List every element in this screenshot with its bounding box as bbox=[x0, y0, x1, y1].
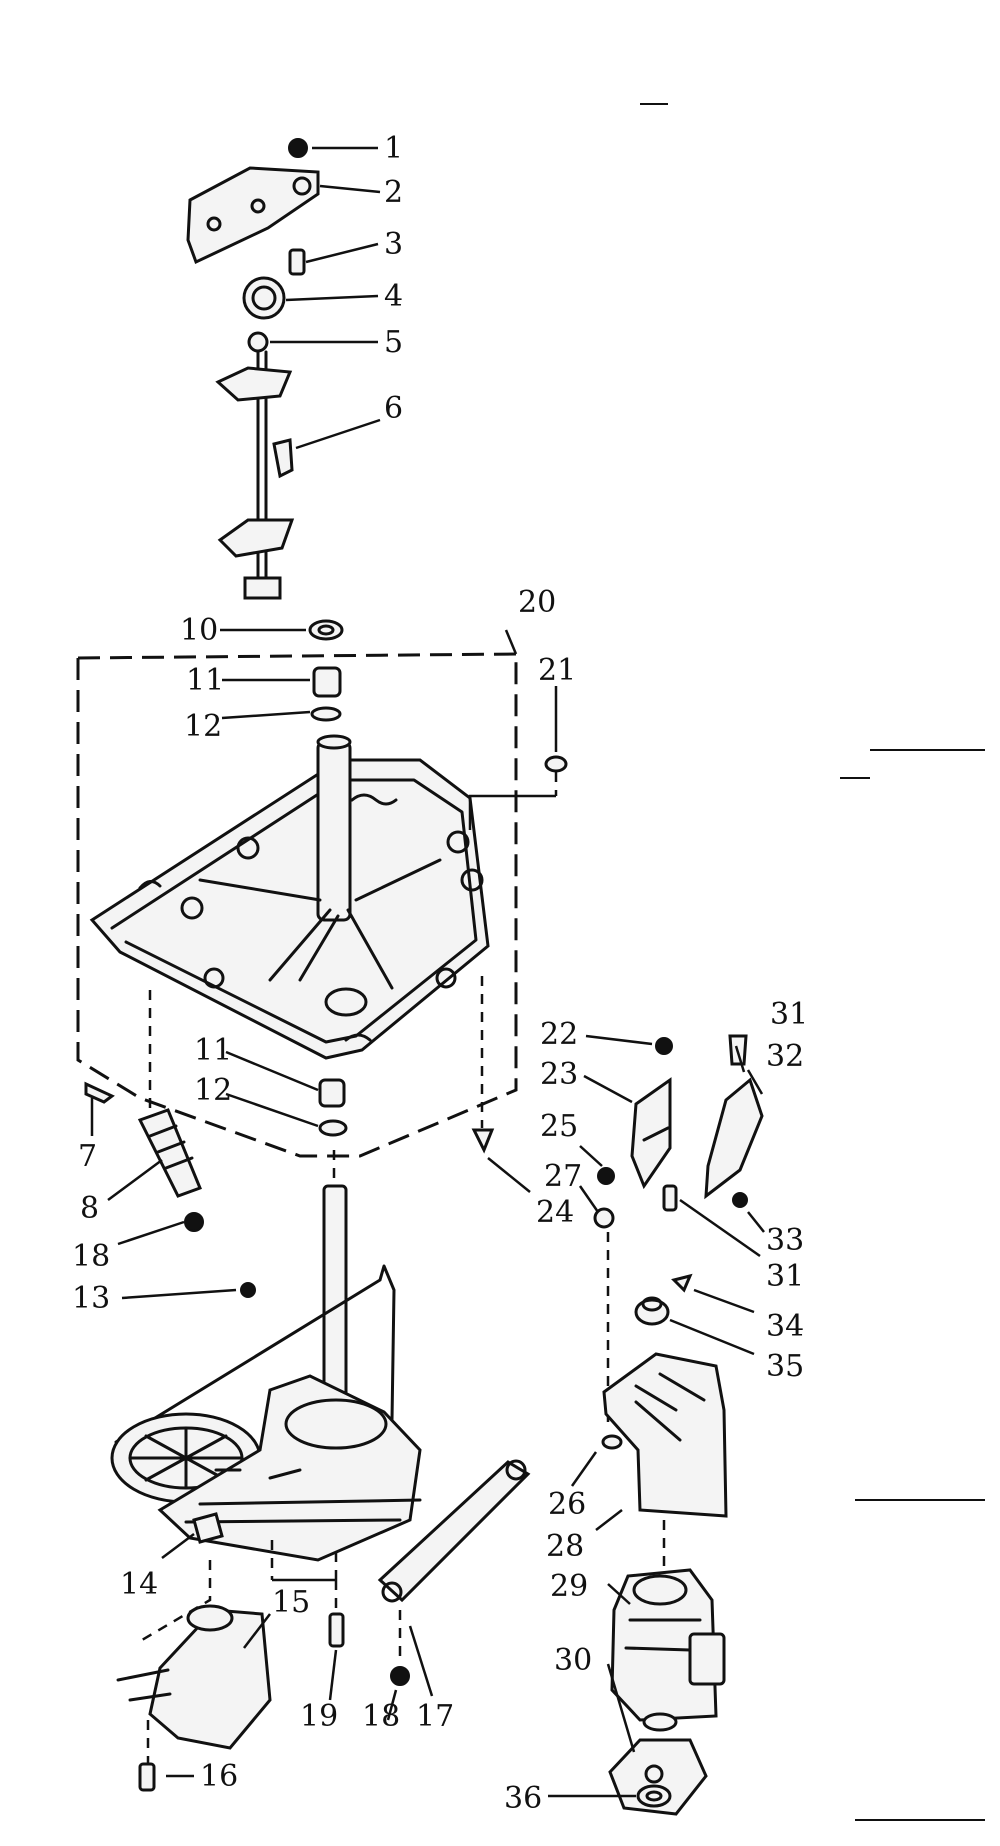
callout-18-left: 18 bbox=[72, 1239, 110, 1274]
callout-8: 8 bbox=[80, 1191, 99, 1226]
part-25-nut bbox=[597, 1167, 615, 1185]
part-6-screw bbox=[272, 438, 294, 479]
part-18-nut-left bbox=[184, 1212, 204, 1232]
callout-28: 28 bbox=[546, 1529, 584, 1564]
base-plate bbox=[89, 734, 490, 1060]
callout-1: 1 bbox=[384, 131, 403, 166]
callout-6: 6 bbox=[384, 391, 403, 426]
callout-3: 3 bbox=[384, 227, 403, 262]
part-29-motor bbox=[610, 1520, 726, 1732]
part-18-nut-right bbox=[390, 1610, 410, 1686]
callout-4: 4 bbox=[384, 279, 403, 314]
callout-34: 34 bbox=[766, 1309, 804, 1344]
scan-edge-marks bbox=[640, 103, 985, 1821]
callout-35: 35 bbox=[766, 1349, 804, 1384]
part-3-screw bbox=[288, 248, 306, 276]
callout-13: 13 bbox=[72, 1281, 110, 1316]
part-11-bearing-lower bbox=[318, 1078, 346, 1108]
callout-16: 16 bbox=[200, 1759, 238, 1794]
part-11-bearing-upper bbox=[312, 666, 342, 698]
part-28-motor-cover bbox=[602, 1352, 728, 1518]
part-23-bracket bbox=[630, 1077, 672, 1190]
part-27-washer bbox=[593, 1207, 615, 1229]
callout-17: 17 bbox=[416, 1699, 454, 1734]
callout-14: 14 bbox=[120, 1567, 158, 1602]
callout-19: 19 bbox=[300, 1699, 338, 1734]
part-19-screw bbox=[328, 1580, 345, 1648]
part-26-washer bbox=[601, 1434, 623, 1450]
callout-11-upper: 11 bbox=[186, 663, 224, 698]
part-24-foot bbox=[471, 976, 495, 1154]
part-5-shaft-assembly bbox=[215, 331, 295, 600]
callout-30: 30 bbox=[554, 1643, 592, 1678]
part-32-bracket bbox=[704, 1077, 764, 1200]
callout-12-upper: 12 bbox=[184, 709, 222, 744]
part-2-bracket bbox=[186, 166, 320, 265]
part-15-pump bbox=[116, 1560, 272, 1750]
callout-24: 24 bbox=[536, 1195, 574, 1230]
part-35-coupling bbox=[634, 1296, 670, 1326]
callout-20: 20 bbox=[518, 585, 556, 620]
callout-29: 29 bbox=[550, 1569, 588, 1604]
callout-23: 23 bbox=[540, 1057, 578, 1092]
part-36-washer bbox=[636, 1784, 672, 1808]
part-12-washer-lower bbox=[318, 1119, 348, 1137]
callout-labels: 1 2 3 4 5 6 7 8 10 11 11 12 12 13 14 15 … bbox=[72, 131, 808, 1816]
part-16-screw bbox=[138, 1720, 156, 1792]
assembly-20-outline bbox=[76, 652, 518, 1158]
part-22-nut bbox=[655, 1037, 673, 1055]
callout-22: 22 bbox=[540, 1017, 578, 1052]
callout-26: 26 bbox=[548, 1487, 586, 1522]
part-12-washer-upper bbox=[310, 706, 342, 722]
callout-31-lower: 31 bbox=[766, 1259, 804, 1294]
transmission-assembly bbox=[110, 1150, 422, 1582]
part-7-clip bbox=[84, 1081, 115, 1104]
part-8-spring bbox=[137, 990, 202, 1198]
part-14-fitting bbox=[192, 1512, 224, 1544]
callout-12-lower: 12 bbox=[194, 1073, 232, 1108]
part-34-clip bbox=[671, 1273, 693, 1293]
callout-2: 2 bbox=[384, 175, 403, 210]
part-17-arm bbox=[377, 1459, 531, 1603]
callout-10: 10 bbox=[180, 613, 218, 648]
leader-lines bbox=[90, 146, 765, 1798]
part-21-clip bbox=[468, 755, 568, 830]
callout-32: 32 bbox=[766, 1039, 804, 1074]
callout-27: 27 bbox=[544, 1159, 582, 1194]
part-1-nut bbox=[288, 138, 308, 158]
callout-33: 33 bbox=[766, 1223, 804, 1258]
callout-15: 15 bbox=[272, 1585, 310, 1620]
callout-21: 21 bbox=[538, 653, 576, 688]
callout-18-right: 18 bbox=[362, 1699, 400, 1734]
part-13-plug bbox=[240, 1282, 256, 1298]
callout-36: 36 bbox=[504, 1781, 542, 1816]
part-33-nut bbox=[732, 1192, 748, 1208]
part-31-screw-lower bbox=[662, 1184, 678, 1212]
callout-25: 25 bbox=[540, 1109, 578, 1144]
callout-31-upper: 31 bbox=[770, 997, 808, 1032]
callout-5: 5 bbox=[384, 325, 403, 360]
part-10-seal bbox=[308, 619, 344, 641]
part-4-bearing bbox=[242, 276, 286, 320]
callout-7: 7 bbox=[78, 1139, 97, 1174]
callout-11-lower: 11 bbox=[194, 1033, 232, 1068]
